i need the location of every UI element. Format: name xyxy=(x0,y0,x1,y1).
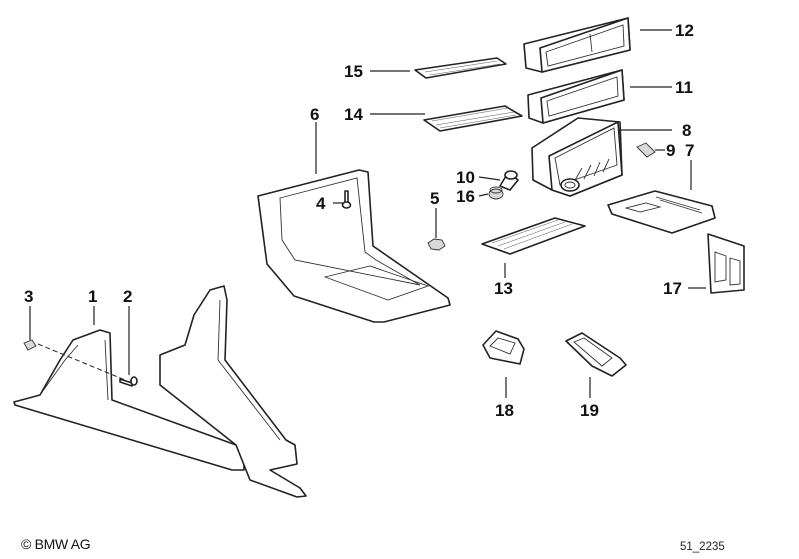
part-16-grommet[interactable] xyxy=(488,186,504,200)
callout-3[interactable]: 3 xyxy=(24,287,33,306)
callout-16[interactable]: 16 xyxy=(456,187,475,206)
callout-15[interactable]: 15 xyxy=(344,62,363,81)
callout-19[interactable]: 19 xyxy=(580,401,599,420)
callout-8[interactable]: 8 xyxy=(682,121,691,140)
part-1-center-console-side-trim[interactable] xyxy=(13,285,307,498)
callout-17[interactable]: 17 xyxy=(663,279,682,298)
callout-13[interactable]: 13 xyxy=(494,279,513,298)
callout-1[interactable]: 1 xyxy=(88,287,97,306)
callout-2[interactable]: 2 xyxy=(123,287,132,306)
callout-11[interactable]: 11 xyxy=(675,78,693,97)
part-19-storage-tray-small[interactable] xyxy=(565,332,627,377)
copyright-notice: © BMW AG xyxy=(21,536,91,552)
callout-10[interactable]: 10 xyxy=(456,168,475,187)
part-8-storage-compartment[interactable] xyxy=(531,117,623,197)
part-5-nut[interactable] xyxy=(427,238,446,251)
part-9-small-cover[interactable] xyxy=(636,142,656,158)
callout-9[interactable]: 9 xyxy=(666,141,675,160)
part-12-storage-tray-with-divider[interactable] xyxy=(523,17,631,73)
part-6-console-trim-panel[interactable] xyxy=(257,169,451,323)
part-11-storage-tray[interactable] xyxy=(527,69,625,124)
callout-12[interactable]: 12 xyxy=(675,21,694,40)
part-7-shifter-cover-panel[interactable] xyxy=(607,190,716,234)
part-2-screw[interactable] xyxy=(119,376,138,387)
callouts: 12 11 15 14 8 9 7 6 10 16 4 5 13 17 3 1 … xyxy=(24,21,694,420)
part-4-screw[interactable] xyxy=(341,190,352,209)
callout-18[interactable]: 18 xyxy=(495,401,514,420)
callout-4[interactable]: 4 xyxy=(316,194,326,213)
callout-14[interactable]: 14 xyxy=(344,105,363,124)
part-18-storage-cup[interactable] xyxy=(482,330,525,365)
callout-6[interactable]: 6 xyxy=(310,105,319,124)
part-10-bushing[interactable] xyxy=(499,170,519,191)
callout-5[interactable]: 5 xyxy=(430,189,439,208)
leader-lines xyxy=(29,29,706,398)
part-13-grille-insert[interactable] xyxy=(481,217,586,255)
diagram-id: 51_2235 xyxy=(680,541,725,553)
part-17-switch-frame[interactable] xyxy=(707,233,745,294)
callout-7[interactable]: 7 xyxy=(685,141,694,160)
part-14-mat-insert[interactable] xyxy=(423,105,523,132)
part-3-clip-nut[interactable] xyxy=(23,339,37,351)
part-15-mat-insert[interactable] xyxy=(414,57,507,79)
